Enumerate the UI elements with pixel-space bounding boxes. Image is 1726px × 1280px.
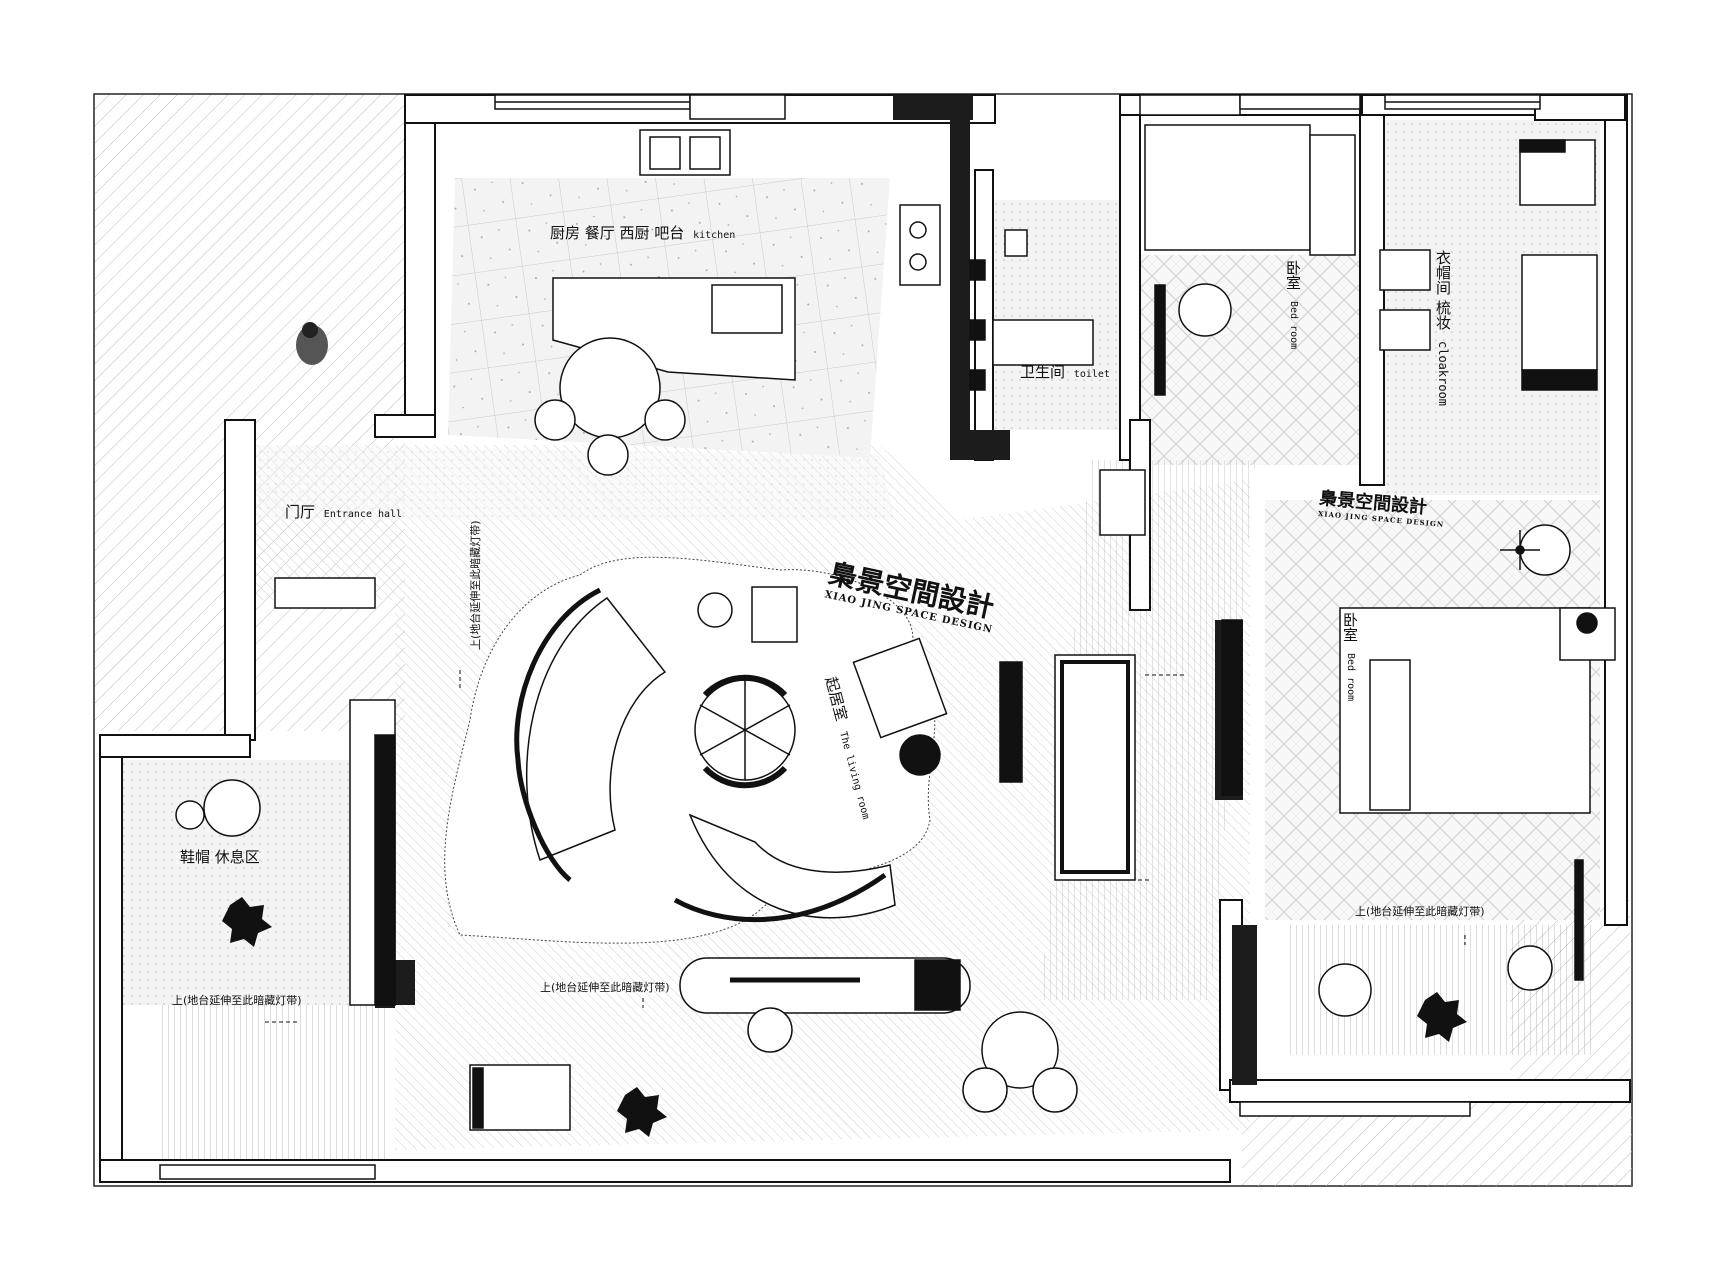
kitchen-label-en: kitchen — [693, 230, 736, 241]
step-platform-west — [160, 1005, 385, 1165]
bedroom2-label: 卧室 Bed room — [1341, 612, 1359, 702]
ceiling-fan-icon — [1500, 530, 1540, 570]
entrance-label-en: Entrance hall — [323, 509, 403, 520]
toilet-label: 卫生间 toilet — [1020, 365, 1110, 380]
entrance-label-cn: 门厅 — [285, 503, 316, 521]
person-icon-terrace — [296, 322, 328, 365]
cloakroom-label: 衣帽间 梳妆 cloakroom — [1434, 250, 1452, 406]
toilet-label-cn: 卫生间 — [1020, 363, 1066, 381]
platform-note-east: 上(地台延伸至此暗藏灯带) — [1355, 905, 1485, 918]
bedroom1-furniture — [1144, 124, 1356, 396]
kitchen-fixtures — [534, 129, 941, 476]
bedroom2-label-cn: 卧室 — [1341, 612, 1359, 642]
platform-note-bar: 上(地台延伸至此暗藏灯带) — [540, 981, 670, 994]
bedroom2-label-en: Bed room — [1345, 653, 1356, 702]
bedroom2-furniture — [1221, 524, 1616, 1017]
toilet-label-en: toilet — [1073, 369, 1110, 380]
cloakroom-furniture — [1379, 139, 1598, 391]
dog-icons — [222, 897, 1467, 1137]
arrows — [265, 670, 1466, 1023]
bedroom1-floor — [1140, 255, 1370, 465]
cloakroom-label-cn: 衣帽间 梳妆 — [1434, 250, 1452, 330]
bedroom1-label-cn: 卧室 — [1284, 260, 1302, 290]
windows — [159, 94, 1541, 1180]
platform-note-west: 上(地台延伸至此暗藏灯带) — [172, 994, 302, 1007]
entrance-label: 门厅 Entrance hall — [285, 505, 402, 520]
shoe-furniture — [175, 779, 261, 837]
bedroom1-label: 卧室 Bed room — [1284, 260, 1302, 350]
kitchen-label: 厨房 餐厅 西厨 吧台 kitchen — [550, 226, 735, 241]
cloakroom-label-en: cloakroom — [1436, 340, 1450, 406]
bedroom1-label-en: Bed room — [1288, 301, 1299, 350]
entrance-floor — [250, 445, 895, 520]
living-furniture — [514, 586, 1136, 923]
platform-note-entrance: 上(地台延伸至此暗藏灯带) — [469, 520, 482, 650]
shoe-area-label: 鞋帽 休息区 — [180, 848, 260, 866]
bar-furniture — [274, 577, 1078, 1131]
kitchen-label-cn: 厨房 餐厅 西厨 吧台 — [550, 224, 685, 242]
toilet-fixtures — [969, 229, 1146, 536]
